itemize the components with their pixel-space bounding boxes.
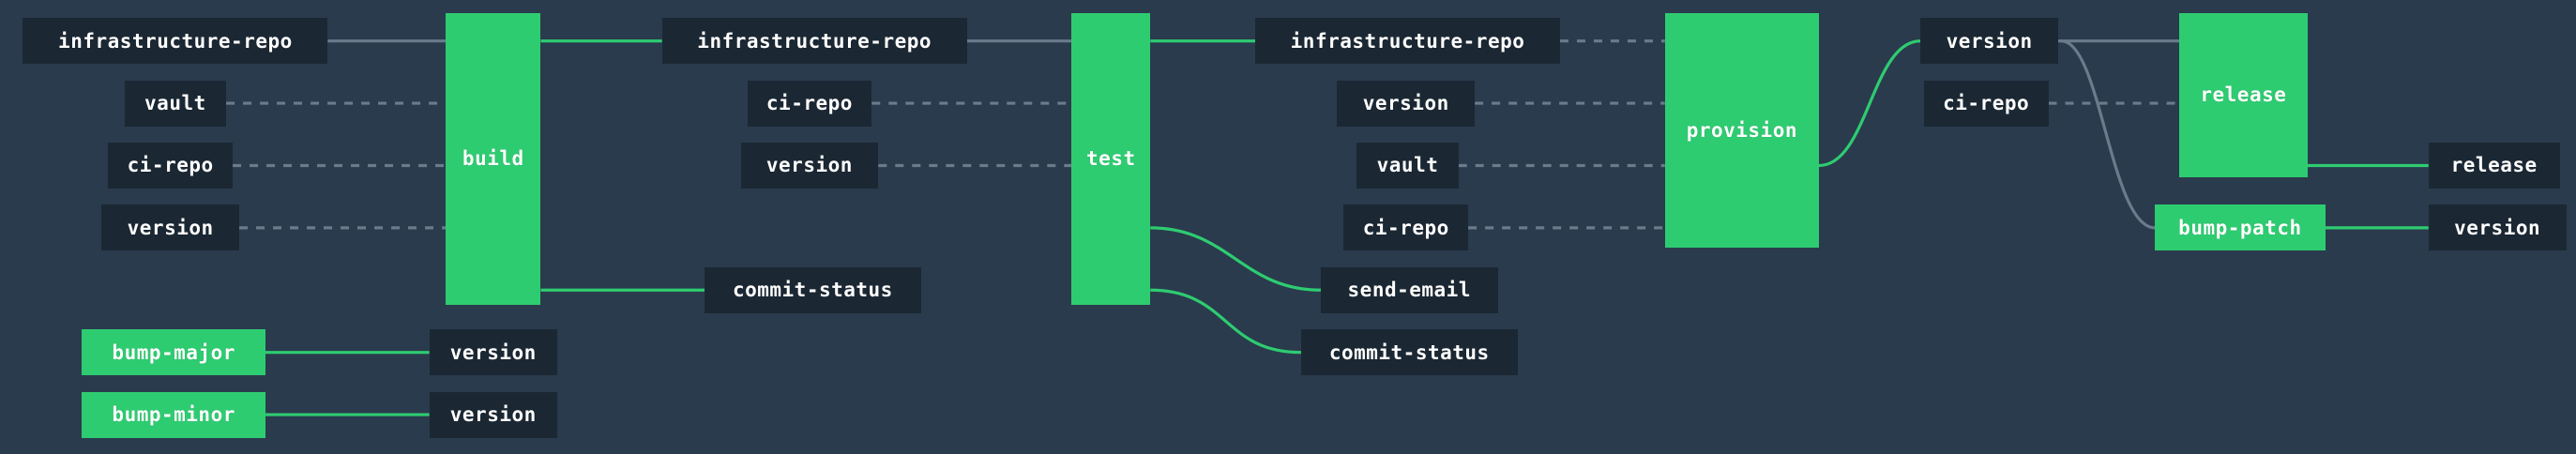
node-label: test xyxy=(1086,147,1136,171)
resource-node-version[interactable]: version xyxy=(1920,18,2058,65)
node-label: version xyxy=(449,340,537,364)
resource-node-version[interactable]: version xyxy=(429,329,557,376)
edge-n21-to-n22 xyxy=(1819,41,1920,166)
job-node-provision[interactable]: provision xyxy=(1664,12,1819,248)
resource-node-infrastructure-repo[interactable]: infrastructure-repo xyxy=(23,18,328,65)
node-label: release xyxy=(2450,154,2538,177)
node-label: build xyxy=(462,147,524,171)
resource-node-version[interactable]: version xyxy=(429,391,557,438)
resource-node-commit-status[interactable]: commit-status xyxy=(705,266,921,313)
node-label: infrastructure-repo xyxy=(58,29,293,53)
resource-node-send-email[interactable]: send-email xyxy=(1320,266,1498,313)
node-label: version xyxy=(127,216,214,239)
node-label: send-email xyxy=(1347,279,1471,302)
job-node-bump-minor[interactable]: bump-minor xyxy=(82,391,265,438)
resource-node-version[interactable]: version xyxy=(1337,80,1476,127)
job-node-bump-major[interactable]: bump-major xyxy=(82,329,265,376)
node-label: version xyxy=(765,154,853,177)
node-label: ci-repo xyxy=(765,92,853,115)
edge-n14-to-n20 xyxy=(1150,290,1301,352)
resource-node-infrastructure-repo[interactable]: infrastructure-repo xyxy=(661,18,967,65)
resource-node-ci-repo[interactable]: ci-repo xyxy=(1343,204,1469,251)
node-label: vault xyxy=(144,92,206,115)
resource-node-commit-status[interactable]: commit-status xyxy=(1300,329,1518,376)
resource-node-release[interactable]: release xyxy=(2428,143,2560,189)
resource-node-infrastructure-repo[interactable]: infrastructure-repo xyxy=(1255,18,1560,65)
resource-node-vault[interactable]: vault xyxy=(1356,143,1459,189)
node-label: version xyxy=(2454,216,2541,239)
edge-n22-to-n26 xyxy=(2061,41,2155,228)
node-label: ci-repo xyxy=(1362,216,1449,239)
resource-node-ci-repo[interactable]: ci-repo xyxy=(1923,80,2049,127)
node-label: commit-status xyxy=(1328,340,1490,364)
node-label: ci-repo xyxy=(1943,92,2030,115)
node-label: release xyxy=(2200,83,2287,107)
node-label: version xyxy=(449,403,537,427)
node-label: bump-minor xyxy=(112,403,235,427)
node-label: version xyxy=(1362,92,1449,115)
resource-node-ci-repo[interactable]: ci-repo xyxy=(108,143,234,189)
node-label: vault xyxy=(1376,154,1439,177)
resource-node-version[interactable]: version xyxy=(101,204,240,251)
node-label: ci-repo xyxy=(127,154,214,177)
node-label: infrastructure-repo xyxy=(1290,29,1525,53)
job-node-release[interactable]: release xyxy=(2179,12,2308,177)
job-node-bump-patch[interactable]: bump-patch xyxy=(2155,204,2326,251)
job-node-build[interactable]: build xyxy=(446,12,541,305)
node-label: version xyxy=(1946,29,2033,53)
node-label: commit-status xyxy=(732,279,893,302)
node-label: bump-major xyxy=(112,340,235,364)
node-label: infrastructure-repo xyxy=(697,29,932,53)
resource-node-vault[interactable]: vault xyxy=(124,80,227,127)
resource-node-ci-repo[interactable]: ci-repo xyxy=(747,80,872,127)
edge-n14-to-n19 xyxy=(1150,228,1321,290)
resource-node-version[interactable]: version xyxy=(740,143,879,189)
resource-node-version[interactable]: version xyxy=(2428,204,2567,251)
node-label: provision xyxy=(1686,118,1797,142)
job-node-test[interactable]: test xyxy=(1071,12,1151,305)
node-label: bump-patch xyxy=(2178,216,2302,239)
